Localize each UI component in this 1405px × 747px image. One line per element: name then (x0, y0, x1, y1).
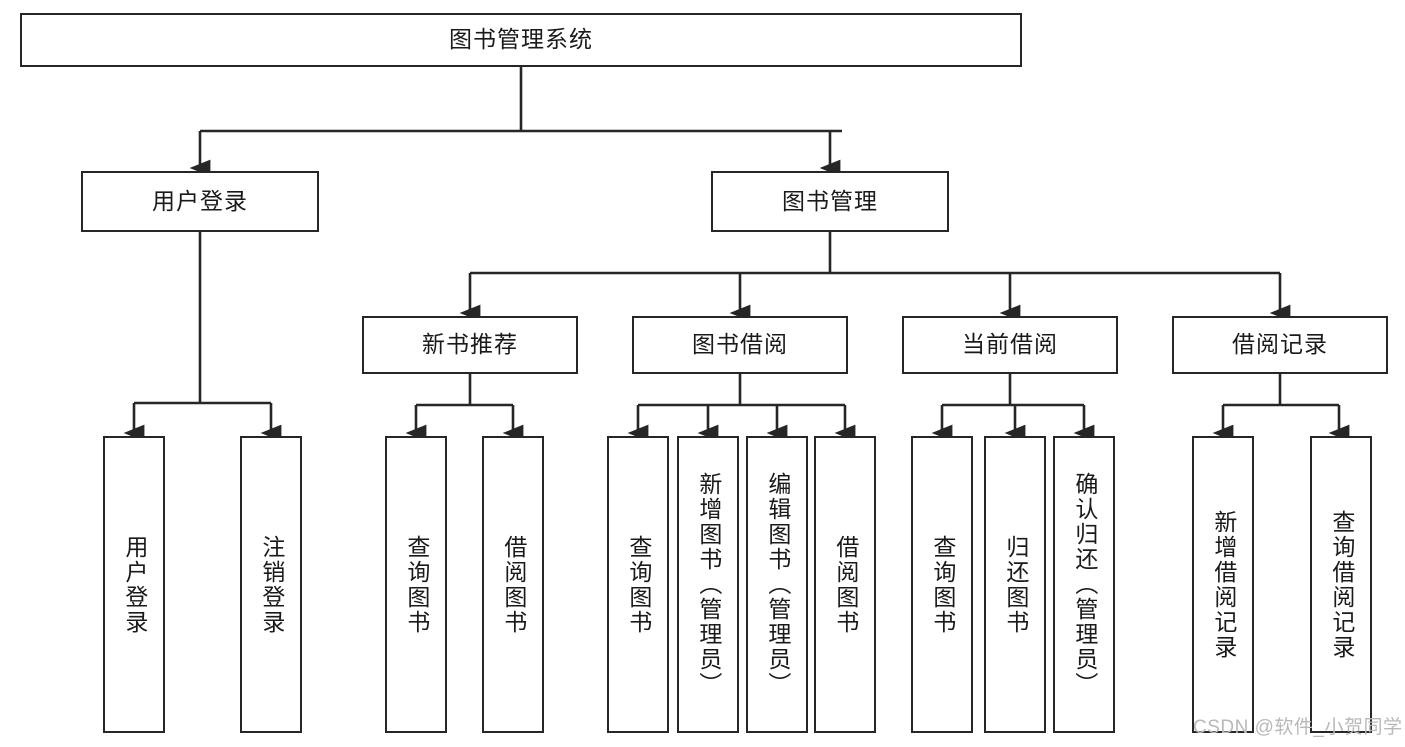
node-borrow-record[interactable]: 借阅记录 (1172, 316, 1388, 374)
node-label: 新增借阅记录 (1210, 509, 1237, 660)
node-leaf-add-book-admin[interactable]: 新增图书（管理员） (677, 436, 739, 733)
node-new-book-recommend[interactable]: 新书推荐 (362, 316, 578, 374)
node-user-login[interactable]: 用户登录 (81, 171, 319, 232)
node-root-system[interactable]: 图书管理系统 (20, 13, 1022, 67)
node-label: 用户登录 (152, 187, 248, 214)
node-leaf-query-borrow-record[interactable]: 查询借阅记录 (1310, 436, 1372, 733)
node-label: 图书借阅 (692, 331, 788, 358)
node-book-borrow[interactable]: 图书借阅 (632, 316, 848, 374)
node-leaf-return-book[interactable]: 归还图书 (984, 436, 1046, 733)
node-label: 借阅图书 (832, 534, 859, 635)
node-leaf-user-login[interactable]: 用户登录 (103, 436, 165, 733)
node-label: 确认归还（管理员） (1071, 472, 1098, 697)
node-label: 当前借阅 (962, 331, 1058, 358)
node-label: 用户登录 (121, 534, 148, 635)
node-label: 编辑图书（管理员） (764, 472, 791, 697)
node-label: 图书管理系统 (449, 26, 593, 53)
node-leaf-query-book-recommend[interactable]: 查询图书 (385, 436, 447, 733)
node-leaf-add-borrow-record[interactable]: 新增借阅记录 (1192, 436, 1254, 733)
node-label: 查询图书 (625, 534, 652, 635)
node-label: 新书推荐 (422, 331, 518, 358)
node-label: 图书管理 (782, 187, 878, 214)
node-label: 查询图书 (403, 534, 430, 635)
node-book-management[interactable]: 图书管理 (711, 171, 949, 232)
node-label: 查询图书 (929, 534, 956, 635)
node-label: 新增图书（管理员） (695, 472, 722, 697)
node-leaf-query-book-borrow[interactable]: 查询图书 (607, 436, 669, 733)
node-leaf-edit-book-admin[interactable]: 编辑图书（管理员） (746, 436, 808, 733)
node-leaf-confirm-return-admin[interactable]: 确认归还（管理员） (1053, 436, 1115, 733)
node-leaf-query-book-current[interactable]: 查询图书 (911, 436, 973, 733)
node-current-borrow[interactable]: 当前借阅 (902, 316, 1118, 374)
node-label: 借阅记录 (1232, 331, 1328, 358)
watermark-text: CSDN @软件_小贺同学 (1193, 717, 1403, 738)
node-label: 注销登录 (258, 534, 285, 635)
node-leaf-borrow-book[interactable]: 借阅图书 (814, 436, 876, 733)
node-leaf-borrow-book-recommend[interactable]: 借阅图书 (482, 436, 544, 733)
node-label: 查询借阅记录 (1328, 509, 1355, 660)
node-leaf-user-logout[interactable]: 注销登录 (240, 436, 302, 733)
node-label: 借阅图书 (500, 534, 527, 635)
node-label: 归还图书 (1002, 534, 1029, 635)
